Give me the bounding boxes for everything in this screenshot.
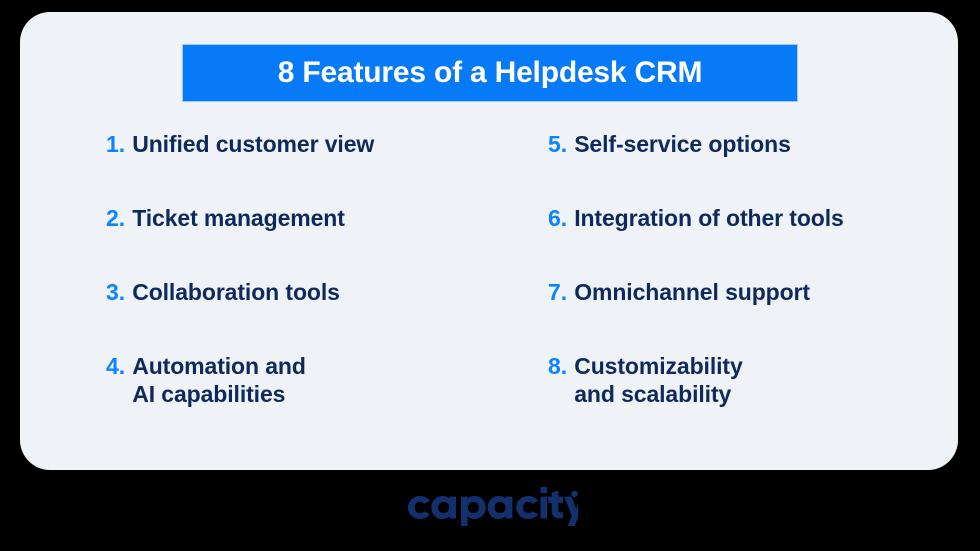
feature-number-3: 3. xyxy=(106,279,126,305)
feature-label-6: Integration of other tools xyxy=(574,204,844,232)
feature-item-7: 7. Omnichannel support xyxy=(460,278,958,352)
feature-number-7: 7. xyxy=(548,279,568,305)
content-card: 8 Features of a Helpdesk CRM 1. Unified … xyxy=(20,12,958,470)
feature-label-5-line1: Self-service options xyxy=(574,131,791,157)
brand-logo xyxy=(0,482,980,530)
feature-number-5: 5. xyxy=(548,131,568,157)
title-banner: 8 Features of a Helpdesk CRM xyxy=(182,44,798,102)
page-title: 8 Features of a Helpdesk CRM xyxy=(277,56,703,89)
feature-label-7: Omnichannel support xyxy=(574,278,810,306)
feature-label-5: Self-service options xyxy=(574,130,791,158)
feature-label-1-line1: Unified customer view xyxy=(132,131,375,157)
feature-item-3: 3. Collaboration tools xyxy=(20,278,460,352)
feature-label-8: Customizability and scalability xyxy=(574,352,743,408)
feature-number-8: 8. xyxy=(548,353,568,379)
feature-number-2: 2. xyxy=(106,205,126,231)
feature-label-2: Ticket management xyxy=(132,204,345,232)
capacity-logo-icon xyxy=(408,487,578,526)
feature-item-5: 5. Self-service options xyxy=(460,130,958,204)
feature-label-1: Unified customer view xyxy=(132,130,374,158)
feature-label-4-line2: AI capabilities xyxy=(132,381,286,407)
feature-label-8-line1: Customizability xyxy=(574,353,743,379)
feature-label-3-line1: Collaboration tools xyxy=(132,279,340,305)
feature-item-6: 6. Integration of other tools xyxy=(460,204,958,278)
feature-label-4-line1: Automation and xyxy=(132,353,306,379)
feature-item-8: 8. Customizability and scalability xyxy=(460,352,958,426)
feature-label-6-line1: Integration of other tools xyxy=(574,205,844,231)
feature-label-3: Collaboration tools xyxy=(132,278,340,306)
feature-item-4: 4. Automation and AI capabilities xyxy=(20,352,460,426)
feature-item-1: 1. Unified customer view xyxy=(20,130,460,204)
feature-item-2: 2. Ticket management xyxy=(20,204,460,278)
feature-number-6: 6. xyxy=(548,205,568,231)
feature-label-2-line1: Ticket management xyxy=(132,205,345,231)
features-grid: 1. Unified customer view 5. Self-service… xyxy=(20,130,958,426)
feature-label-7-line1: Omnichannel support xyxy=(574,279,810,305)
feature-number-1: 1. xyxy=(106,131,126,157)
feature-label-4: Automation and AI capabilities xyxy=(132,352,306,408)
feature-label-8-line2: and scalability xyxy=(574,381,732,407)
feature-number-4: 4. xyxy=(106,353,126,379)
